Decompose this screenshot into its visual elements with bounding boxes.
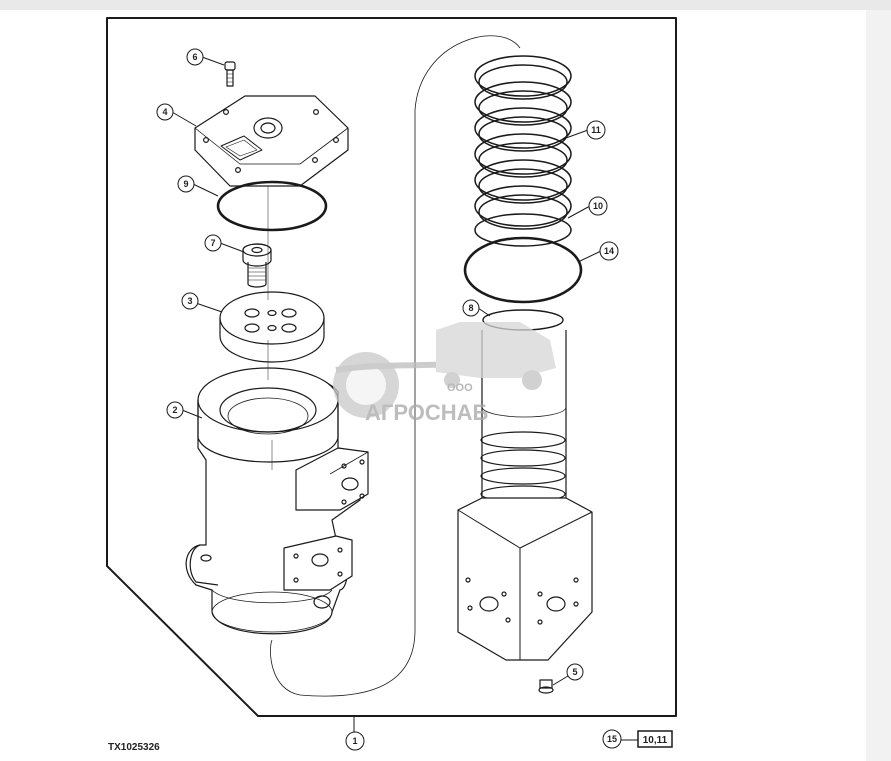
cover-plate-4 (194, 95, 349, 187)
spring-stack-11 (474, 55, 572, 230)
watermark-prefix: ООО (447, 382, 473, 394)
reference-box-text: 10,11 (643, 735, 668, 746)
reference-box (637, 730, 673, 748)
callout-7: 7 (210, 238, 215, 248)
callout-6: 6 (192, 52, 197, 62)
plug-5 (538, 679, 554, 694)
housing-2 (185, 367, 369, 635)
callout-11: 11 (591, 125, 601, 135)
diagram-frame (106, 17, 677, 717)
spindle (457, 330, 593, 661)
diagram-page (0, 10, 866, 761)
callout-9: 9 (183, 179, 188, 189)
backup-ring-10 (474, 213, 572, 247)
assembly-leader-line (270, 35, 521, 697)
plate-3 (219, 291, 325, 363)
axis-lines (267, 186, 273, 470)
o-ring-9 (216, 180, 328, 232)
callout-3: 3 (187, 296, 192, 306)
cap-screw-6 (224, 61, 236, 87)
callout-8: 8 (468, 303, 473, 313)
scroll-strip (866, 10, 891, 761)
callout-4: 4 (162, 107, 167, 117)
callout-1: 1 (352, 736, 357, 746)
callouts (156, 48, 622, 751)
agrosnab-watermark: ООО АГРОСНАБ (333, 322, 556, 425)
callout-10: 10 (593, 201, 603, 211)
socket-screw-7 (242, 243, 272, 288)
o-ring-14 (463, 236, 583, 304)
watermark-name: АГРОСНАБ (365, 400, 489, 425)
callout-14: 14 (604, 246, 614, 256)
callout-2: 2 (172, 405, 177, 415)
callout-15: 15 (607, 734, 617, 744)
callout-5: 5 (572, 667, 577, 677)
figure-id: TX1025326 (108, 742, 160, 753)
